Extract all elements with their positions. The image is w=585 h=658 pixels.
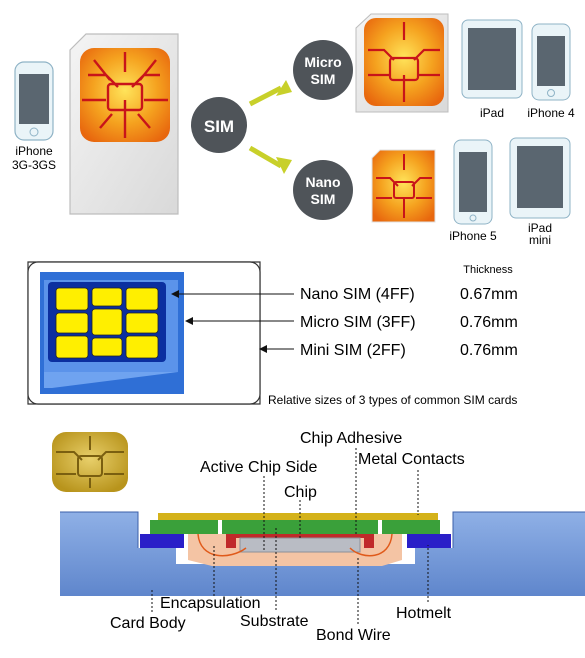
sim-hub: SIM: [191, 97, 247, 153]
chip-label: Chip: [284, 484, 317, 501]
substrate-left: [150, 520, 218, 534]
thickness-header: Thickness: [463, 264, 513, 276]
size-row-thickness: 0.76mm: [460, 342, 518, 359]
bond-wire-left: [197, 533, 247, 557]
active-chip-side-label: Active Chip Side: [200, 459, 317, 476]
substrate-right: [382, 520, 440, 534]
size-row-name: Nano SIM (4FF): [300, 286, 415, 303]
ipad-device: [461, 19, 523, 99]
nano-sim-circle: Nano SIM: [293, 160, 353, 220]
ipad-label: iPad: [480, 106, 504, 120]
size-row-name: Micro SIM (3FF): [300, 314, 416, 331]
encapsulation-label: Encapsulation: [160, 595, 261, 612]
card-body: [0, 512, 585, 596]
hotmelt-label: Hotmelt: [396, 605, 452, 622]
mini-sim-card: [69, 33, 179, 215]
hotmelt-left: [140, 534, 184, 548]
iphone-3g-label-2: 3G-3GS: [12, 158, 56, 172]
micro-sim-label-1: Micro: [304, 54, 341, 70]
arrow-to-nano: [248, 145, 292, 174]
ipad-mini-device: [509, 137, 571, 219]
nano-sim-label-2: SIM: [311, 191, 336, 207]
iphone5-label: iPhone 5: [449, 229, 497, 243]
iphone4-device: [531, 23, 571, 101]
iphone4-label: iPhone 4: [527, 106, 575, 120]
sim-hub-label: SIM: [204, 117, 234, 136]
size-row-thickness: 0.67mm: [460, 286, 518, 303]
chip-die: [239, 537, 361, 553]
ipad-mini-label-1: iPad: [528, 221, 552, 235]
nano-sim-card: [371, 149, 436, 223]
hotmelt-right: [407, 534, 451, 548]
nano-sim-label-1: Nano: [306, 174, 341, 190]
bond-wire-label: Bond Wire: [316, 627, 391, 644]
card-body-label: Card Body: [110, 615, 186, 632]
size-row-name: Mini SIM (2FF): [300, 342, 406, 359]
sim-contacts: [55, 287, 159, 359]
size-row-thickness: 0.76mm: [460, 314, 518, 331]
ipad-mini-label-2: mini: [529, 233, 551, 247]
chip-module-icon: [52, 432, 128, 492]
micro-sim-label-2: SIM: [311, 71, 336, 87]
chip-adhesive-label: Chip Adhesive: [300, 430, 402, 447]
micro-sim-circle: Micro SIM: [293, 40, 353, 100]
micro-sim-card: [355, 13, 449, 113]
metal-contacts-label: Metal Contacts: [358, 451, 465, 468]
metal-contacts: [158, 513, 438, 520]
substrate-label: Substrate: [240, 613, 309, 630]
leader-lines: [151, 448, 429, 624]
arrow-to-micro: [248, 80, 292, 107]
size-rows: Nano SIM (4FF) 0.67mm Micro SIM (3FF) 0.…: [300, 286, 518, 359]
bond-wire-right: [349, 533, 393, 557]
size-comparison-card: [27, 261, 294, 405]
iphone-3g-device: [14, 61, 54, 141]
cross-section-labels: Chip Adhesive Active Chip Side Metal Con…: [110, 430, 465, 644]
substrate-center: [222, 520, 378, 534]
iphone5-device: [453, 139, 493, 225]
iphone-3g-label-1: iPhone: [15, 144, 53, 158]
size-caption: Relative sizes of 3 types of common SIM …: [268, 393, 517, 407]
